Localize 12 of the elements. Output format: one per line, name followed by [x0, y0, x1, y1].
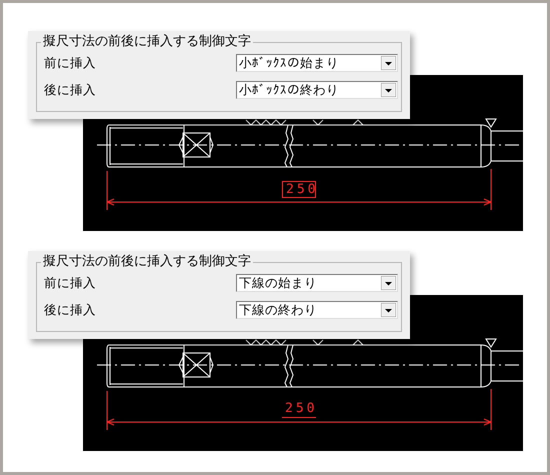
dimension-text: 250 [282, 401, 316, 418]
dimension-text: 250 [282, 181, 316, 198]
field-label: 後に挿入 [44, 82, 96, 98]
dropdown: 下線の始まり [236, 274, 398, 292]
group-title: 擬尺寸法の前後に挿入する制御文字 [41, 33, 253, 50]
dropdown: 下線の終わり [236, 301, 398, 319]
field-label: 前に挿入 [44, 55, 96, 71]
dropdown: 小ﾎﾞｯｸｽの終わり [236, 81, 398, 99]
field-label: 後に挿入 [44, 302, 96, 318]
group-title: 擬尺寸法の前後に挿入する制御文字 [41, 253, 253, 270]
dropdown: 小ﾎﾞｯｸｽの始まり [236, 54, 398, 72]
field-label: 前に挿入 [44, 275, 96, 291]
